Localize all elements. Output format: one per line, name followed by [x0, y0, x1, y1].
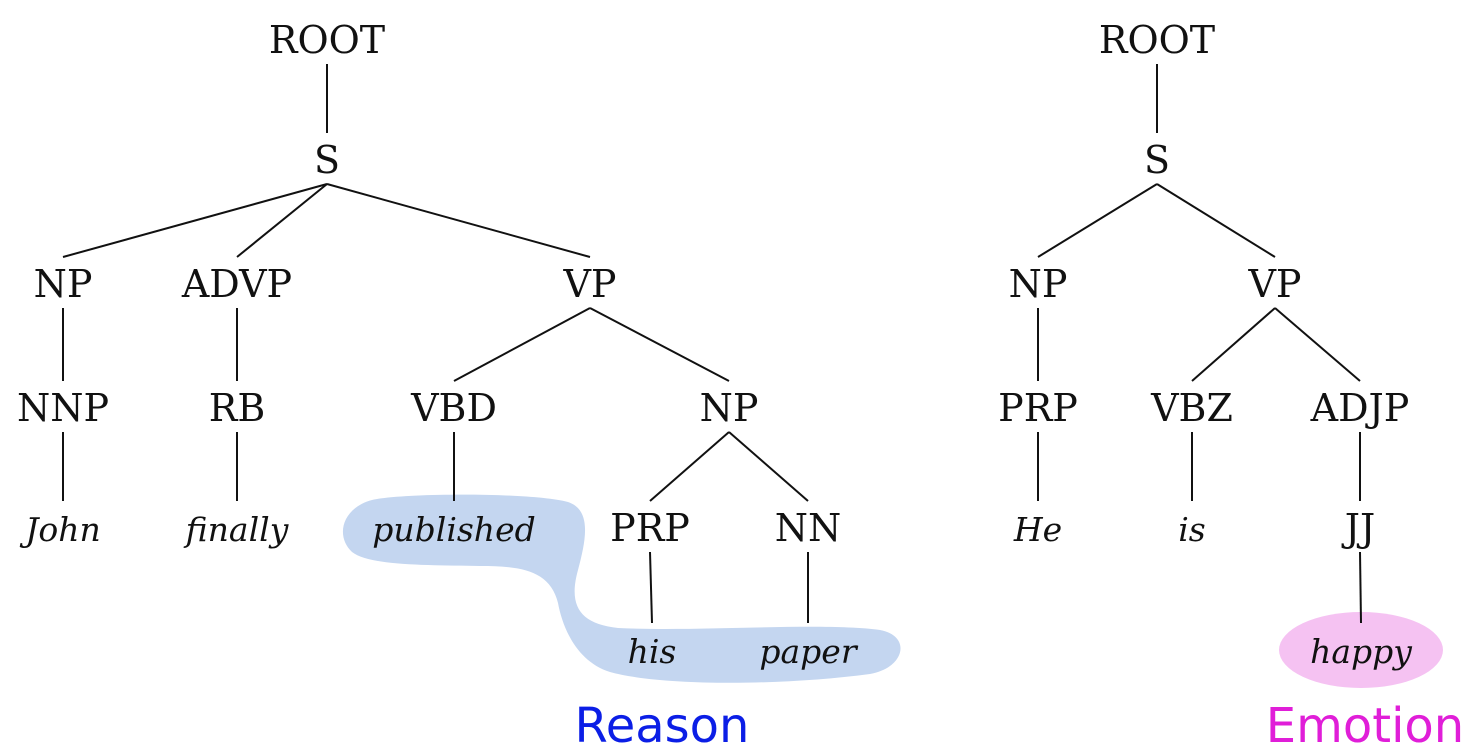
reason-word-john: John	[19, 510, 101, 549]
emotion-node-prp: PRP	[998, 386, 1078, 430]
reason-node-prp: PRP	[610, 506, 690, 550]
reason-caption: Reason	[575, 698, 750, 754]
reason-edge-s-np1	[62, 183, 328, 258]
emotion-node-root: ROOT	[1099, 18, 1215, 62]
emotion-node-np: NP	[1009, 262, 1068, 306]
emotion-node-vp: VP	[1247, 262, 1301, 306]
reason-node-advp: ADVP	[181, 262, 292, 306]
reason-node-nnp: NNP	[17, 386, 109, 430]
emotion-node-adjp: ADJP	[1310, 386, 1410, 430]
emotion-node-vbz: VBZ	[1150, 386, 1233, 430]
emotion-edge-s-np	[1037, 183, 1158, 258]
reason-word-finally: finally	[183, 510, 289, 549]
reason-node-np2: NP	[700, 386, 759, 430]
reason-edge-s-vp	[326, 183, 591, 258]
reason-edge-s-advp	[236, 183, 328, 258]
emotion-caption: Emotion	[1266, 698, 1464, 754]
reason-edge-vp-vbd	[453, 307, 591, 382]
emotion-edge-jj-happy	[1359, 551, 1362, 624]
emotion-word-he: He	[1013, 510, 1062, 549]
reason-edge-np2-nn	[728, 431, 809, 502]
reason-word-his: his	[628, 632, 677, 671]
reason-node-vbd: VBD	[410, 386, 497, 430]
reason-node-s: S	[314, 138, 340, 182]
reason-node-nn: NN	[775, 506, 842, 550]
emotion-edge-vp-adjp	[1274, 307, 1361, 382]
emotion-edge-vp-vbz	[1191, 307, 1276, 382]
reason-highlight-region	[342, 494, 901, 683]
edges-layer	[62, 64, 1362, 624]
reason-word-paper: paper	[759, 632, 858, 671]
reason-node-vp: VP	[562, 262, 616, 306]
reason-edge-prp-his	[649, 551, 653, 624]
emotion-word-happy: happy	[1310, 632, 1412, 671]
reason-node-rb: RB	[209, 386, 266, 430]
emotion-highlight-region	[1279, 612, 1443, 688]
emotion-edge-s-vp	[1156, 183, 1276, 258]
emotion-node-jj: JJ	[1341, 506, 1375, 550]
reason-word-published: published	[372, 510, 535, 549]
reason-node-root: ROOT	[269, 18, 385, 62]
reason-edge-np2-prp	[649, 431, 730, 502]
emotion-word-is: is	[1178, 510, 1206, 549]
reason-edge-vp-np2	[589, 307, 730, 382]
reason-node-np1: NP	[34, 262, 93, 306]
emotion-node-s: S	[1144, 138, 1170, 182]
labels-layer: ROOT S NP ADVP VP NNP RB VBD NP John finally publis…	[17, 18, 1412, 671]
